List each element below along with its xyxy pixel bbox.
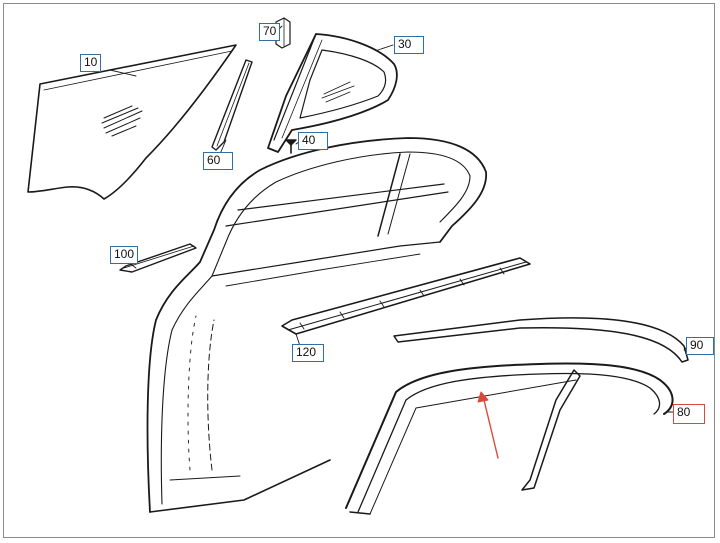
arrow-up-left-icon: [477, 391, 499, 459]
leader-lines: [109, 25, 689, 413]
callout-70[interactable]: 70: [259, 23, 281, 41]
roof-trim-part[interactable]: [393, 317, 689, 363]
callout-90[interactable]: 90: [686, 337, 714, 355]
clip-part[interactable]: [275, 17, 291, 49]
belt-seal-part[interactable]: [281, 257, 531, 335]
door-frame-seal-part[interactable]: [345, 362, 674, 515]
callout-10[interactable]: 10: [80, 54, 102, 72]
callout-80[interactable]: 80: [673, 404, 705, 424]
quarter-window-frame-part[interactable]: [267, 33, 398, 153]
callout-120[interactable]: 120: [292, 344, 324, 362]
glass-channel-strip-part[interactable]: [211, 59, 253, 151]
door-shell: [146, 137, 487, 513]
door-glass-part[interactable]: [27, 44, 237, 200]
callout-40[interactable]: 40: [298, 132, 328, 150]
callout-60[interactable]: 60: [203, 152, 233, 170]
callout-100[interactable]: 100: [110, 246, 139, 264]
diagram-frame: [3, 3, 715, 538]
belt-strip-part[interactable]: [119, 243, 197, 273]
callout-30[interactable]: 30: [394, 36, 424, 54]
screw-part[interactable]: [285, 139, 297, 154]
